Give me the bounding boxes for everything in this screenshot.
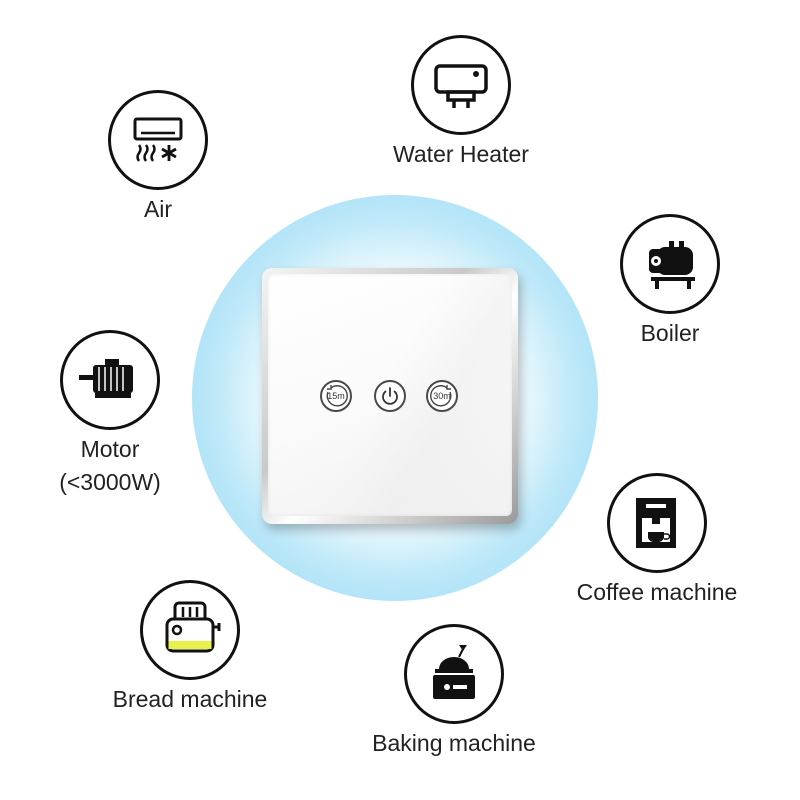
motor-label: Motor bbox=[80, 436, 140, 462]
baking-machine-badge bbox=[404, 624, 504, 724]
bread-machine-badge bbox=[140, 580, 240, 680]
appliance-water-heater[interactable]: Water Heater bbox=[384, 35, 538, 173]
appliance-coffee-machine[interactable]: Coffee machine bbox=[562, 473, 752, 611]
coffee-machine-icon bbox=[636, 498, 676, 548]
timer-30-button[interactable]: 30m bbox=[426, 380, 458, 412]
timer-15-label: 15m bbox=[327, 391, 345, 401]
motor-sublabel: (<3000W) bbox=[59, 469, 161, 495]
timer-30-label: 30m bbox=[433, 391, 451, 401]
boiler-label: Boiler bbox=[640, 320, 700, 346]
baking-machine-icon bbox=[433, 645, 475, 699]
water-heater-badge bbox=[411, 35, 511, 135]
coffee-machine-badge bbox=[607, 473, 707, 573]
appliance-air[interactable]: Air bbox=[106, 90, 210, 228]
boiler-icon bbox=[649, 241, 695, 289]
water-heater-icon bbox=[434, 64, 488, 108]
appliance-baking-machine[interactable]: Baking machine bbox=[352, 624, 556, 762]
timer-15-button[interactable]: 15m bbox=[320, 380, 352, 412]
power-button[interactable] bbox=[374, 380, 406, 412]
air-conditioner-icon bbox=[133, 117, 183, 162]
air-badge bbox=[108, 90, 208, 190]
motor-icon bbox=[79, 359, 133, 398]
bread-machine-label: Bread machine bbox=[112, 686, 268, 712]
water-heater-label: Water Heater bbox=[393, 141, 529, 167]
air-label: Air bbox=[143, 196, 173, 222]
baking-machine-label: Baking machine bbox=[372, 730, 536, 756]
coffee-machine-label: Coffee machine bbox=[576, 579, 738, 605]
appliance-boiler[interactable]: Boiler bbox=[618, 214, 722, 352]
power-icon bbox=[382, 387, 398, 405]
motor-badge bbox=[60, 330, 160, 430]
touch-switch-panel: 15m 30m bbox=[262, 268, 518, 524]
appliance-bread-machine[interactable]: Bread machine bbox=[98, 580, 282, 718]
boiler-badge bbox=[620, 214, 720, 314]
timer-15-icon bbox=[326, 385, 348, 407]
timer-30-icon bbox=[430, 385, 452, 407]
appliance-motor[interactable]: Motor (<3000W) bbox=[45, 330, 175, 496]
bread-machine-icon bbox=[165, 601, 221, 653]
glass-surface: 15m 30m bbox=[268, 274, 512, 516]
